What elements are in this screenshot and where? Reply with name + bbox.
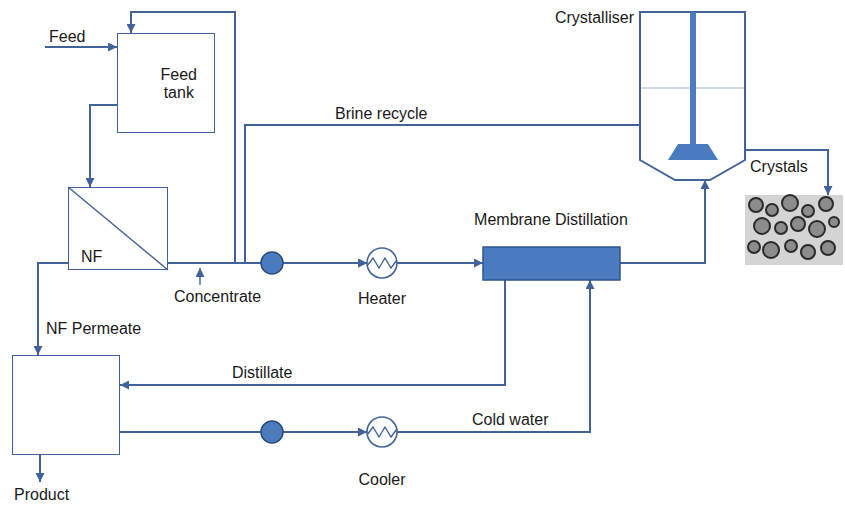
leader-arrow	[199, 268, 200, 285]
stream-label: Product	[12, 486, 71, 504]
membrane-module: Membrane Distillation	[483, 247, 620, 280]
flow-line	[397, 262, 483, 264]
flow-line	[397, 280, 590, 432]
crystal-photo	[745, 195, 843, 265]
heat-exchanger-coil	[367, 427, 397, 437]
flow-line	[120, 280, 505, 385]
feed-arrow	[45, 46, 117, 48]
node-label: NF	[81, 248, 102, 266]
heat-exchanger-symbol	[367, 248, 397, 278]
flow-line	[38, 263, 68, 355]
flow-line	[131, 12, 235, 263]
stream-label: Feed	[47, 28, 87, 46]
stirrer-shaft	[690, 12, 696, 145]
node-label: Feed tank	[149, 66, 209, 102]
node-label: Crystalliser	[555, 9, 634, 27]
pump-symbol	[261, 421, 283, 443]
product-arrow	[39, 455, 41, 482]
nanofiltration-box: NF	[68, 187, 168, 270]
node-label: Crystals	[750, 158, 808, 176]
membrane-line	[68, 187, 168, 270]
membrane-module	[483, 247, 620, 280]
cooler-symbol: Cooler	[367, 417, 397, 447]
flow-line	[620, 180, 705, 263]
node-label: Cooler	[358, 471, 405, 489]
pump-symbol	[261, 252, 283, 274]
heat-exchanger-symbol	[367, 417, 397, 447]
flow-line	[745, 150, 828, 195]
stream-label: Distillate	[230, 364, 294, 382]
node-label: NF Permeate	[46, 320, 141, 338]
flow-line	[245, 125, 640, 263]
stream-label: Concentrate	[172, 288, 263, 306]
flow-line	[120, 431, 367, 433]
tank-box: Feed tank	[117, 33, 215, 133]
stream-label: Brine recycle	[333, 105, 429, 123]
flow-line	[90, 105, 117, 187]
crystal-photo: Crystals	[745, 195, 843, 265]
tank-box: NF Permeate	[12, 355, 120, 455]
heater-symbol: Heater	[367, 248, 397, 278]
stirrer-impeller	[668, 144, 718, 160]
crystalliser-vessel: Crystalliser	[640, 12, 745, 180]
stream-label: Cold water	[470, 411, 550, 429]
heat-exchanger-coil	[367, 258, 397, 268]
node-label: Membrane Distillation	[474, 211, 628, 229]
crystalliser-vessel	[640, 12, 745, 180]
node-label: Heater	[358, 290, 406, 308]
